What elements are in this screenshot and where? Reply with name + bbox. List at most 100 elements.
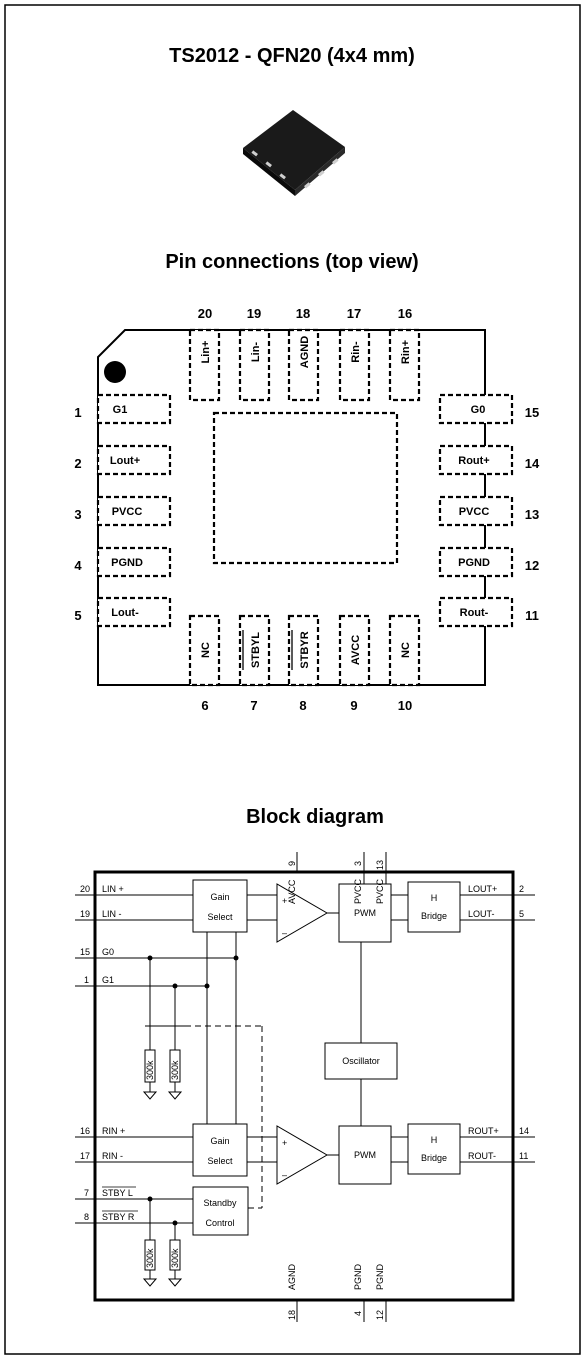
pin-pad	[238, 328, 271, 402]
bd-pin-number: 5	[519, 909, 524, 919]
block-label: Bridge	[421, 1153, 447, 1163]
block-label: Gain	[210, 1136, 229, 1146]
pin-number: 5	[74, 608, 81, 623]
bd-pin-number: 16	[80, 1126, 90, 1136]
oscillator-block	[324, 1042, 398, 1080]
bd-pin-label: STBY L	[102, 1188, 133, 1198]
block-label: Standby	[203, 1198, 237, 1208]
bd-pin-number: 19	[80, 909, 90, 919]
resistor-label: 300k	[145, 1060, 155, 1080]
block-label: PWM	[354, 1150, 376, 1160]
pin-number: 18	[296, 306, 310, 321]
pin-pad	[438, 546, 514, 578]
pin-pad	[338, 614, 371, 687]
block-right-pins: LOUT+ 2 LOUT- 5 ROUT+ 14 ROUT- 11	[460, 884, 535, 1163]
bd-pin-label: G1	[102, 975, 114, 985]
bd-pin-label: LIN -	[102, 909, 122, 919]
pin-connections-title: Pin connections (top view)	[165, 251, 418, 273]
block-left-pins: 20 LIN + 19 LIN - 15 G0 1 G1 16 RIN + 17…	[75, 884, 236, 1224]
pin1-marker-dot	[104, 361, 126, 383]
amplifier-top	[276, 883, 328, 943]
block-label: PWM	[354, 908, 376, 918]
bd-pin-number: 20	[80, 884, 90, 894]
pin-number: 4	[74, 558, 82, 573]
pin-label: Lout+	[110, 455, 140, 467]
pin-number: 1	[74, 405, 81, 420]
block-label: Control	[205, 1218, 234, 1228]
pin-pad	[388, 614, 421, 687]
pin-number: 6	[201, 698, 208, 713]
pin-label: AGND	[299, 336, 311, 368]
resistor-label: 300k	[170, 1248, 180, 1268]
pin-number: 3	[74, 507, 81, 522]
bd-pin-number: 4	[353, 1311, 363, 1316]
package-title: TS2012 - QFN20 (4x4 mm)	[169, 45, 415, 67]
bd-pin-label: ROUT+	[468, 1126, 499, 1136]
pin-label: AVCC	[350, 635, 362, 665]
bd-pin-label: AVCC	[287, 879, 297, 904]
bd-pin-number: 11	[519, 1151, 528, 1161]
pin-pad	[188, 614, 221, 687]
pin-pad	[287, 614, 320, 687]
pin-pad	[438, 596, 514, 628]
bd-pin-number: 17	[80, 1151, 90, 1161]
pin-pad	[438, 495, 514, 527]
bd-pin-number: 7	[84, 1188, 89, 1198]
pwm-bottom-block	[338, 1125, 392, 1185]
pin-label: Rout-	[460, 607, 489, 619]
block-label: Select	[207, 912, 233, 922]
pin-pad	[438, 444, 514, 476]
pin-pad	[96, 444, 172, 476]
pin-pad	[238, 614, 271, 687]
pin-label: Lout-	[111, 607, 139, 619]
figure-frame	[4, 4, 581, 1355]
pin-number: 2	[74, 456, 81, 471]
pin-label: G0	[471, 404, 486, 416]
pin-number: 12	[525, 558, 539, 573]
h-bridge-top-block	[407, 881, 461, 933]
bd-pin-number: 2	[519, 884, 524, 894]
pin-pad	[96, 546, 172, 578]
bd-pin-label: G0	[102, 947, 114, 957]
right-pins: G0 15 Rout+ 14 PVCC 13 PGND 12 Rout- 11	[438, 393, 540, 628]
svg-text:+: +	[282, 1138, 287, 1148]
pin-label: STBYR	[299, 631, 311, 668]
pin-label: PVCC	[112, 506, 143, 518]
bottom-pins: NC 6 STBYL 7 STBYR 8 AVCC 9 NC 10	[188, 614, 421, 713]
standby-control-block	[192, 1186, 249, 1236]
pin-number: 15	[525, 405, 539, 420]
left-pins: 1 G1 2 Lout+ 3 PVCC 4 PGND 5 Lout-	[74, 393, 172, 628]
pin-label: Rin-	[350, 341, 362, 363]
block-label: H	[431, 893, 438, 903]
pin-number: 8	[299, 698, 306, 713]
pin-pad	[96, 596, 172, 628]
block-top-pins: 9 AVCC 3 PVCC 13 PVCC	[287, 852, 387, 904]
exposed-pad	[212, 411, 399, 565]
bd-pin-number: 15	[80, 947, 90, 957]
pin-number: 20	[198, 306, 212, 321]
bd-pin-number: 18	[287, 1310, 297, 1320]
bd-pin-number: 9	[287, 861, 297, 866]
bd-pin-label: ROUT-	[468, 1151, 496, 1161]
pin-number: 7	[250, 698, 257, 713]
bd-pin-number: 1	[84, 975, 89, 985]
svg-text:–: –	[282, 1170, 287, 1180]
pin-number: 14	[525, 456, 540, 471]
pin-label: STBYL	[250, 632, 262, 668]
pin-pad	[287, 328, 320, 402]
pin-number: 16	[398, 306, 412, 321]
bd-pin-label: PGND	[353, 1263, 363, 1290]
bd-pin-label: RIN +	[102, 1126, 125, 1136]
pin-number: 9	[350, 698, 357, 713]
gain-select-top-block	[192, 879, 248, 933]
gain-select-bottom-block	[192, 1123, 248, 1177]
bd-pin-label: PVCC	[353, 878, 363, 904]
bd-pin-label: PGND	[375, 1263, 385, 1290]
resistor-label: 300k	[145, 1248, 155, 1268]
pin-label: NC	[200, 642, 212, 658]
resistor-label: 300k	[170, 1060, 180, 1080]
pin-label: NC	[400, 642, 412, 658]
block-label: Oscillator	[342, 1056, 380, 1066]
bd-pin-label: PVCC	[375, 878, 385, 904]
